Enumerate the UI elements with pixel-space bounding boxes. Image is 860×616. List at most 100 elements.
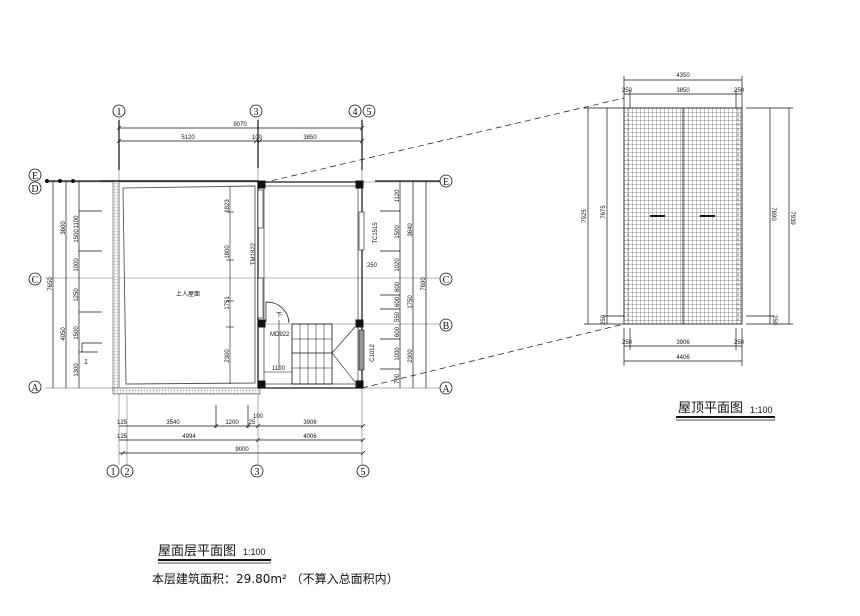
axis-bubble-bottom-1: 1 <box>106 464 120 478</box>
dim-interior: 1800 <box>225 245 231 259</box>
roof-plan: 4350 250 3850 250 250 3906 250 4406 7925… <box>582 73 795 366</box>
dim-right-detail: 1000 <box>395 347 401 361</box>
dim-interior: 250 <box>367 263 378 269</box>
dim-left-detail: 1100 <box>74 215 80 229</box>
roof-plan-title-block: 屋顶平面图 1:100 <box>676 401 775 421</box>
dim-right-detail: 550 <box>395 311 401 322</box>
roof-dim-right-overall: 7939 <box>789 211 795 225</box>
dim-right-detail: 1120 <box>395 189 401 203</box>
dim-top-overall: 9070 <box>233 122 247 128</box>
dimension-left <box>52 181 102 388</box>
dim-left-detail: 1300 <box>74 363 80 377</box>
axis-label: 3 <box>254 107 259 118</box>
axis-bubble-right-E: E <box>439 174 453 188</box>
floor-plan-title-block: 屋面层平面图 1:100 本层建筑面积：29.80m² （不算入总面积内） <box>152 544 399 586</box>
parapet-wall <box>100 180 261 395</box>
dim-bottom-segment: 125 <box>117 434 128 440</box>
dimension-right <box>380 181 427 388</box>
window-label-c1012: C1012 <box>370 344 376 362</box>
floor-plan-scale: 1:100 <box>243 547 266 557</box>
dim-bottom-segment: 3906 <box>303 420 317 426</box>
axis-bubble-top-4: 4 <box>348 104 362 118</box>
axis-label: A <box>31 383 39 394</box>
dim-left-detail: 1000 <box>74 258 80 272</box>
roof-dim-top-segment: 250 <box>622 88 633 94</box>
axis-label: E <box>32 171 38 182</box>
dim-bottom-segment: 1200 <box>225 420 239 426</box>
floor-plan-title: 屋面层平面图 <box>158 544 236 559</box>
roof-plan-scale: 1:100 <box>750 405 773 415</box>
roof-dim-bottom-overall: 4406 <box>676 355 690 361</box>
axis-label: 3 <box>255 467 260 478</box>
dimension-bottom <box>119 405 366 456</box>
roof-dimension-top <box>623 76 743 108</box>
dim-left-detail: 1500 <box>74 229 80 243</box>
floor-plan: 1 3 4 5 1 2 3 5 <box>28 104 453 478</box>
axis-bubble-top-3: 3 <box>249 104 263 118</box>
roof-dim-left-edge: 250 <box>601 314 607 325</box>
dim-top-segment: 5120 <box>181 135 195 141</box>
axis-bubble-left-D: D <box>28 181 42 195</box>
dim-right-detail: 600 <box>395 281 401 292</box>
axis-label: 2 <box>125 467 130 478</box>
axis-grid-lines <box>45 118 440 465</box>
dim-bottom-segment: 125 <box>117 420 128 426</box>
dim-bottom-overall: 9000 <box>235 447 249 453</box>
dim-right-detail: 600 <box>395 296 401 307</box>
axis-bubble-right-A: A <box>439 381 453 395</box>
axis-label: A <box>442 384 450 395</box>
dim-left-sub: 3600 <box>61 221 67 235</box>
axis-bubble-top-1: 1 <box>112 104 126 118</box>
dim-interior: 1823 <box>225 199 231 213</box>
roof-dim-bottom-segment: 250 <box>734 340 745 346</box>
dim-top-segment: 100 <box>252 135 263 141</box>
dim-bottom-segment: 3540 <box>166 420 180 426</box>
dim-right-sub: 3640 <box>408 223 414 237</box>
axis-bubble-bottom-2: 2 <box>120 464 134 478</box>
window-label-internal: TM1822 <box>251 242 257 265</box>
dim-interior: 2300 <box>225 349 231 363</box>
roof-dimension-left <box>584 107 624 325</box>
dim-left-detail: 1500 <box>74 326 80 340</box>
dim-bottom-segment: 4006 <box>303 434 317 440</box>
roof-dim-left-overall: 7925 <box>582 209 588 223</box>
axis-label: 1 <box>117 107 122 118</box>
dim-right-detail: 1500 <box>395 225 401 239</box>
dim-interior: 1751 <box>225 296 231 310</box>
dim-bottom-segment: 100 <box>253 414 264 420</box>
stair-enclosure: TM1822 TC1515 250 C1012 下 MD922 1100 <box>251 180 379 389</box>
roof-dim-bottom-segment: 3906 <box>676 340 690 346</box>
axis-bubble-right-B: B <box>439 318 453 332</box>
dim-right-sub: 1750 <box>408 295 414 309</box>
roof-dim-right-main: 7690 <box>770 207 776 221</box>
dim-left-overall: 7650 <box>48 277 54 291</box>
dim-left-detail: 1250 <box>74 288 80 302</box>
axis-bubble-left-E: E <box>28 168 42 182</box>
dim-right-detail: 1020 <box>395 258 401 272</box>
stair-down-label: 下 <box>276 312 282 319</box>
dim-bottom-segment: 25 <box>249 420 256 426</box>
axis-bubble-bottom-3: 3 <box>250 464 264 478</box>
dimension-top <box>116 125 365 144</box>
axis-label: C <box>443 275 450 286</box>
roof-plan-title: 屋顶平面图 <box>678 401 743 416</box>
axis-label: D <box>31 184 38 195</box>
dim-right-detail: 700 <box>395 373 401 384</box>
roof-dim-top-segment: 3850 <box>676 88 690 94</box>
roof-dimension-bottom <box>623 328 743 366</box>
roof-dim-left-main: 7675 <box>601 205 607 219</box>
axis-bubble-left-A: A <box>28 380 42 394</box>
roof-dimension-right <box>746 107 793 325</box>
dim-interior: 1100 <box>272 366 286 372</box>
roof-dim-right-edge: 250 <box>771 315 777 326</box>
dim-right-detail: 600 <box>395 326 401 337</box>
roof-terrace: 上人屋面 1823 1800 1751 2300 <box>122 185 256 385</box>
axis-bubble-right-C: C <box>439 272 453 286</box>
window-label-tc1515: TC1515 <box>373 222 379 244</box>
axis-bubble-left-C: C <box>28 272 42 286</box>
dim-bottom-segment: 4994 <box>182 434 196 440</box>
callout-lines <box>261 97 625 389</box>
axis-label: 5 <box>361 467 366 478</box>
axis-label: E <box>443 177 449 188</box>
